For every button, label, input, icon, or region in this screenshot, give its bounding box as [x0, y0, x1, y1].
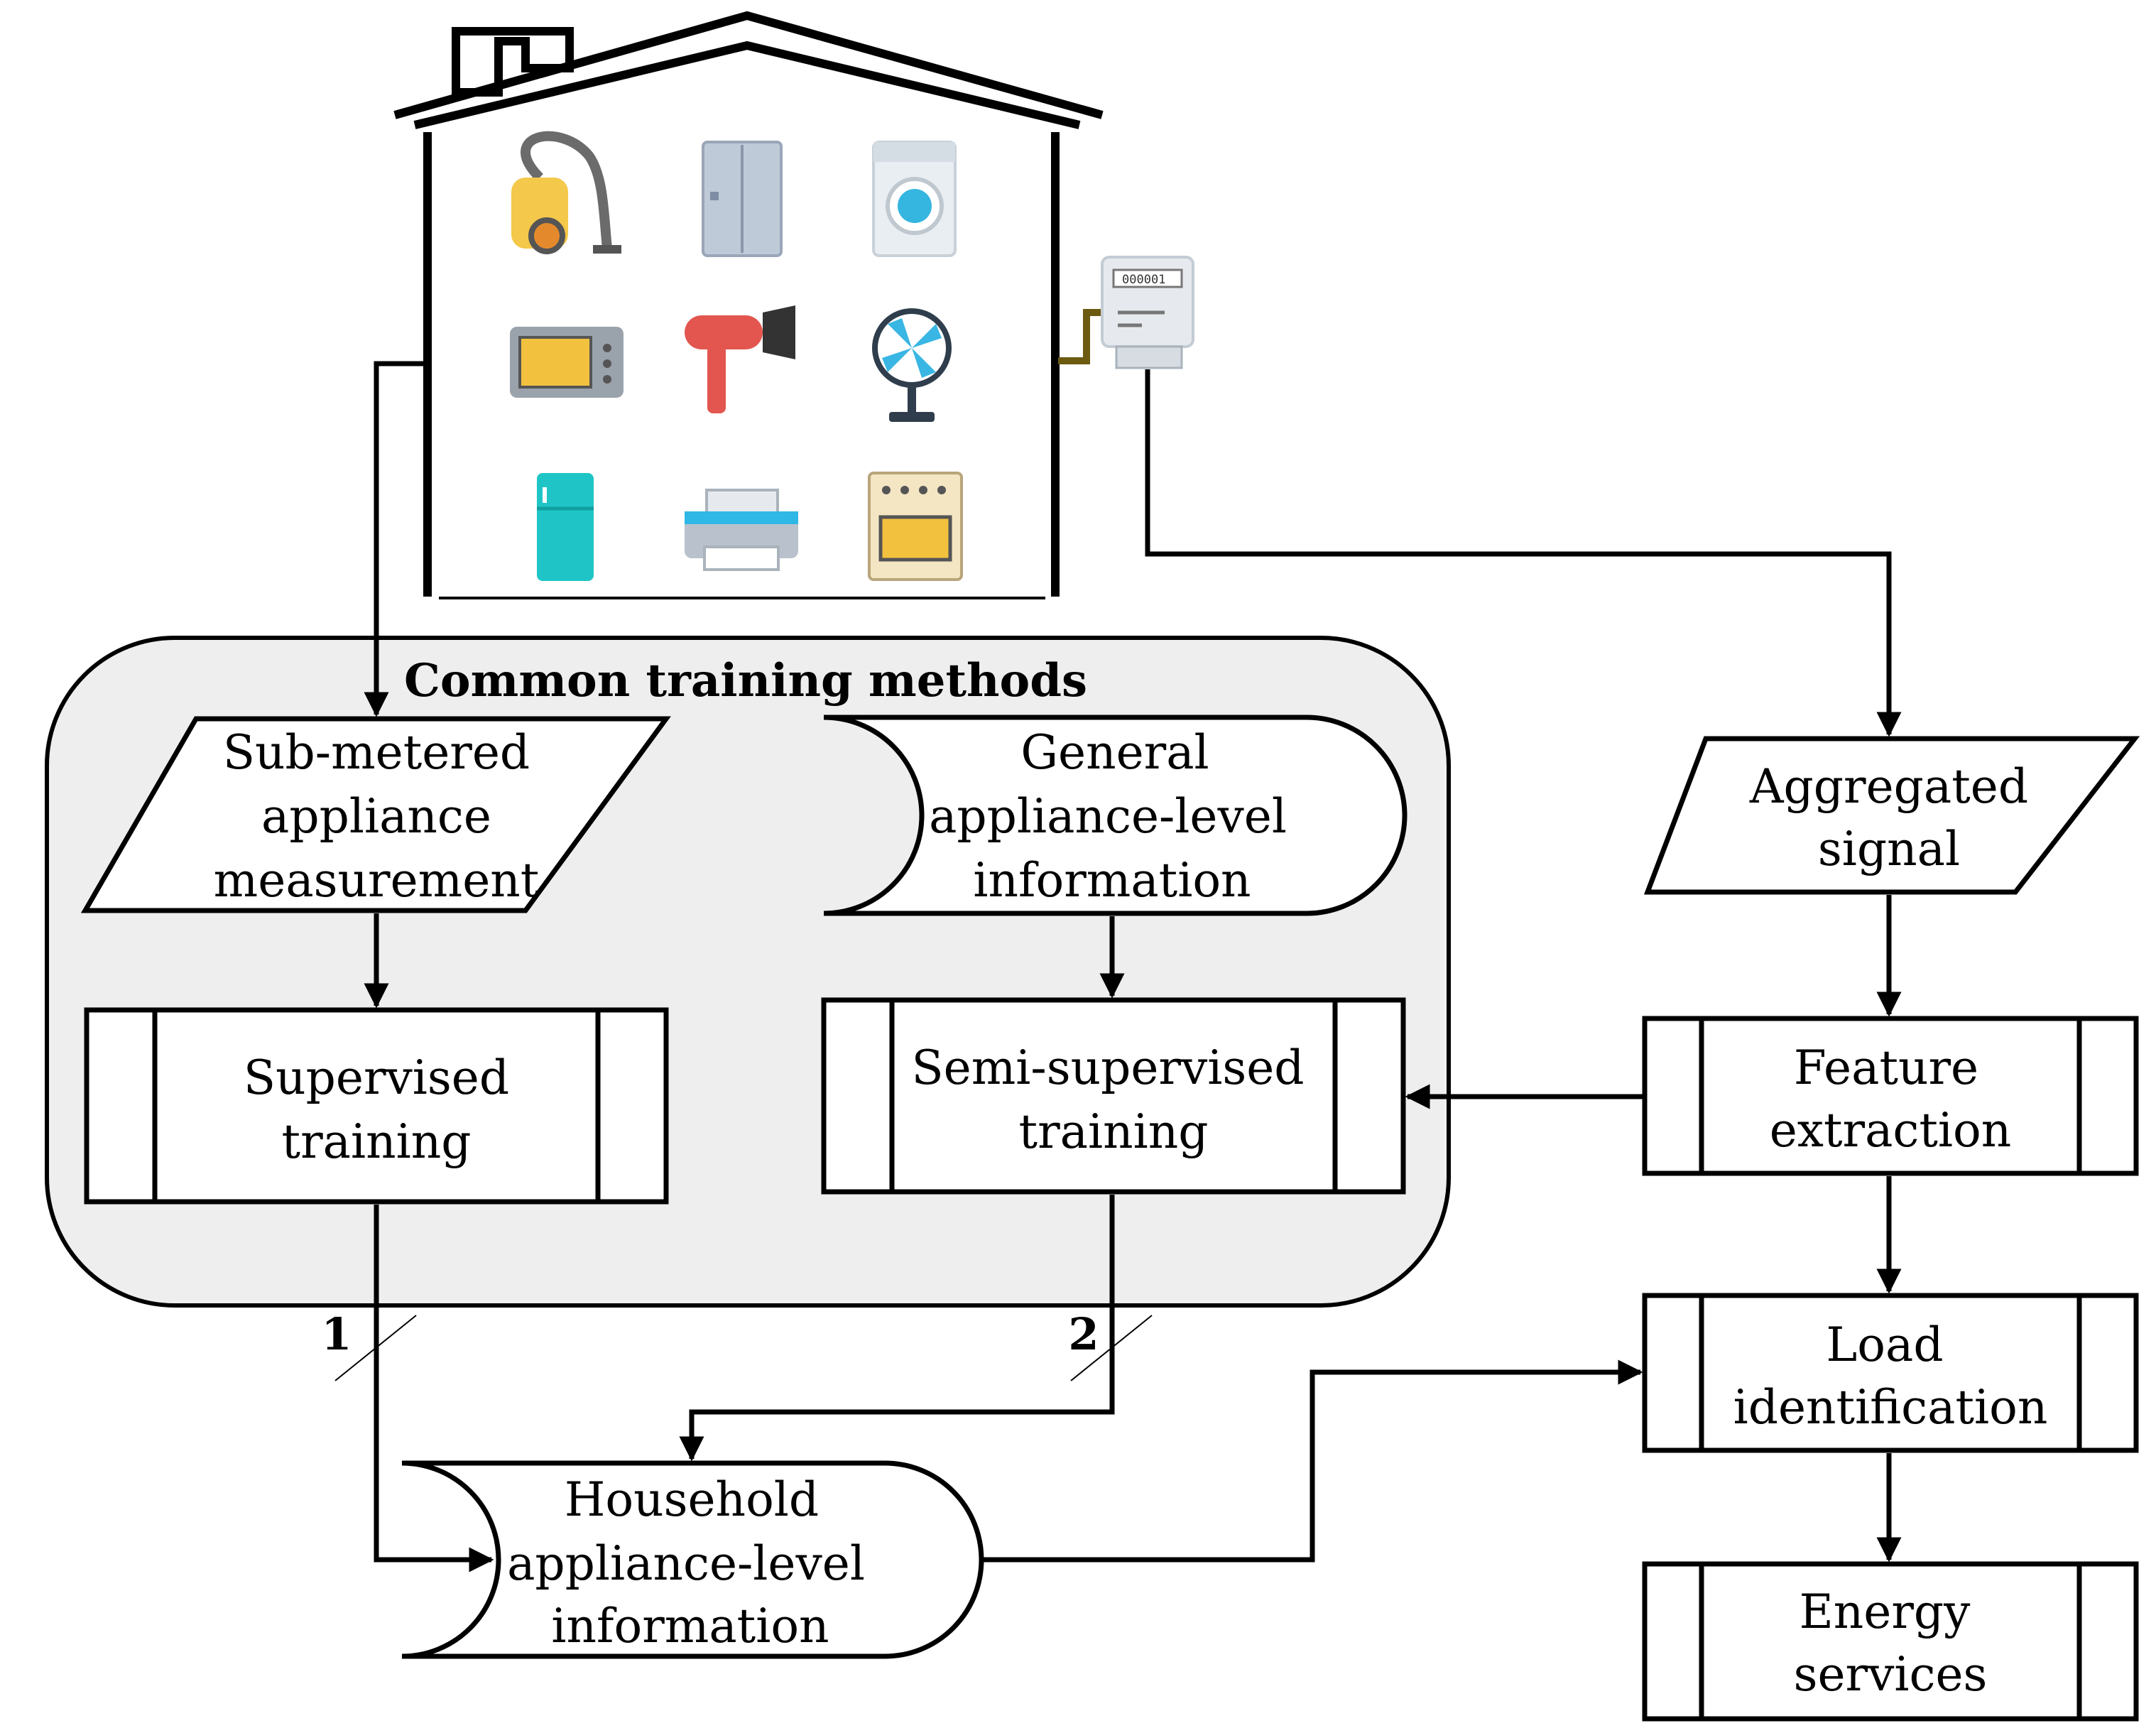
node-label-line: training: [1019, 1104, 1209, 1159]
path-slash-1: [334, 1315, 417, 1381]
connectors: 1 2: [321, 361, 1902, 1572]
hair-dryer-icon: [685, 305, 795, 413]
submetered-measurement-node: Sub-metered appliance measurement: [80, 716, 671, 913]
edge-semisupervised-to-household: [679, 1195, 1115, 1462]
node-label-line: Feature: [1794, 1041, 1978, 1095]
node-label-line: services: [1794, 1647, 1988, 1702]
household-appliance-info-node: Household appliance-level information: [401, 1460, 984, 1659]
edge-meter-to-aggregated: [1145, 369, 1902, 737]
edge-household-to-load: [981, 1359, 1643, 1563]
node-label-line: information: [973, 853, 1251, 908]
electricity-meter-icon: 000001: [1058, 256, 1194, 369]
fan-icon: [872, 308, 952, 422]
node-label-line: measurement: [214, 853, 540, 908]
mini-fridge-icon: [537, 473, 594, 581]
node-label-line: appliance: [261, 789, 491, 844]
node-label-line: Load: [1826, 1318, 1943, 1372]
node-label-line: Sub-metered: [223, 725, 530, 780]
node-label-line: Household: [565, 1472, 819, 1527]
node-label-line: signal: [1818, 822, 1960, 876]
node-label-line: Supervised: [244, 1050, 509, 1105]
roof-outer: [393, 11, 1104, 119]
vacuum-cleaner-icon: [511, 131, 621, 254]
feature-extraction-node: Feature extraction: [1642, 1016, 2139, 1176]
node-label-line: General: [1020, 725, 1209, 780]
roof-inner: [413, 40, 1081, 129]
house: [393, 11, 1104, 599]
load-identification-node: Load identification: [1642, 1293, 2139, 1453]
general-appliance-info-node: General appliance-level information: [823, 715, 1408, 916]
node-label-line: Energy: [1800, 1585, 1971, 1639]
path-label-1: 1: [321, 1308, 352, 1360]
node-label-line: information: [551, 1599, 829, 1653]
washing-machine-icon: [872, 141, 957, 257]
group-title: Common training methods: [404, 654, 1087, 707]
printer-icon: [685, 489, 798, 571]
path-label-2: 2: [1068, 1308, 1099, 1360]
node-label-line: identification: [1733, 1380, 2048, 1435]
node-label-line: extraction: [1770, 1103, 2012, 1158]
oven-icon: [868, 472, 963, 581]
refrigerator-icon: [702, 141, 783, 257]
semisupervised-training-node: Semi-supervised training: [821, 997, 1406, 1195]
node-label-line: training: [282, 1114, 472, 1169]
meter-wire: [1058, 309, 1105, 364]
aggregated-signal-node: Aggregated signal: [1643, 736, 2140, 895]
node-label-line: Aggregated: [1749, 759, 2028, 814]
meter-display: 000001: [1122, 273, 1165, 287]
supervised-training-node: Supervised training: [84, 1007, 669, 1205]
edge-house-to-submetered: [364, 361, 428, 717]
energy-services-node: Energy services: [1642, 1561, 2139, 1722]
node-label-line: Semi-supervised: [911, 1041, 1304, 1095]
node-label-line: appliance-level: [929, 789, 1287, 844]
microwave-icon: [510, 327, 624, 398]
edge-supervised-to-household: [374, 1205, 494, 1572]
path-slash-2: [1070, 1315, 1153, 1381]
chimney: [452, 27, 574, 97]
node-label-line: appliance-level: [507, 1536, 865, 1591]
